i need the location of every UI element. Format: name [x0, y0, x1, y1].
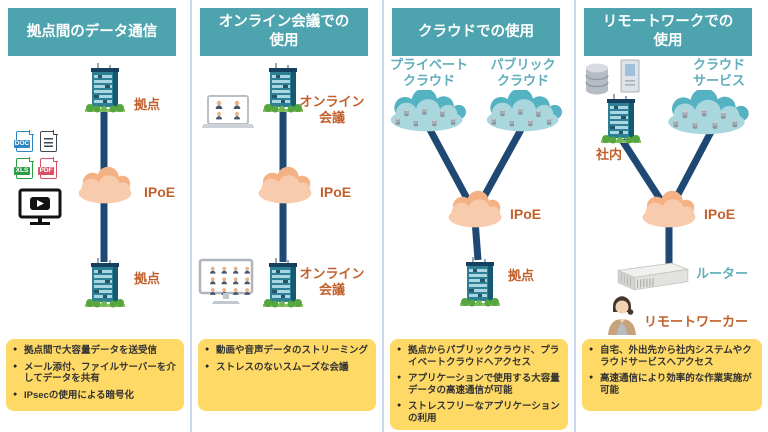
private-cloud-label: プライベート クラウド: [389, 57, 468, 89]
notes-box: 拠点間で大容量データを送受信 メール添付、ファイルサーバーを介してデータを共有 …: [6, 339, 184, 411]
panel-cloud-use: クラウドでの使用 プライベート クラウド パブリック クラウド IPoE 拠点 …: [384, 0, 576, 432]
site-label-bottom: 拠点: [134, 271, 161, 286]
router-label: ルーター: [696, 266, 749, 281]
xls-file-icon: XLS: [14, 157, 34, 179]
panel-site-to-site: 拠点間のデータ通信 拠点 DOC XLS PDF IPoE: [0, 0, 192, 432]
ipoe-label: IPoE: [144, 184, 176, 200]
note-item: 動画や音声データのストリーミング: [205, 345, 369, 357]
pdf-file-label: PDF: [38, 167, 54, 175]
note-item: メール添付、ファイルサーバーを介してデータを共有: [13, 362, 177, 385]
ipoe-cloud-icon: [448, 190, 502, 228]
ipoe-cloud-icon: [78, 166, 132, 204]
database-icon: [585, 63, 609, 95]
panel-title: クラウドでの使用: [392, 8, 560, 56]
pdf-file-icon: PDF: [38, 157, 58, 179]
doc-file-icon: DOC: [14, 130, 34, 152]
ipoe-cloud-icon: [258, 166, 312, 204]
ipoe-label: IPoE: [704, 206, 736, 222]
site-label: 拠点: [508, 268, 535, 283]
meeting-label-bottom: オンライン 会議: [299, 266, 365, 298]
server-icon: [620, 59, 640, 93]
meeting-label-top: オンライン 会議: [299, 94, 365, 126]
remote-worker-icon: [608, 296, 636, 335]
panel-title: オンライン会議での 使用: [200, 8, 368, 56]
monitor-meeting-icon: [198, 258, 254, 304]
note-item: 高速通信により効率的な作業実施が可能: [589, 373, 755, 396]
notes-box: 動画や音声データのストリーミング ストレスのないスムーズな会議: [198, 339, 376, 411]
cloud-service-label: クラウド サービス: [692, 57, 745, 89]
note-item: 拠点からパブリッククラウド、プライベートクラウドへアクセス: [397, 345, 561, 368]
text-file-lines: [44, 138, 53, 147]
remote-worker-label: リモートワーカー: [644, 314, 749, 329]
site-label-top: 拠点: [134, 97, 161, 112]
ipoe-label: IPoE: [320, 184, 352, 200]
office-building-icon: [84, 257, 126, 309]
office-building-icon: [459, 256, 501, 308]
note-item: ストレスのないスムーズな会議: [205, 362, 369, 374]
doc-file-label: DOC: [14, 140, 30, 148]
panel-online-meeting: オンライン会議での 使用 オンライン 会議 IPoE オンライ: [192, 0, 384, 432]
note-item: 自宅、外出先から社内システムやクラウドサービスへアクセス: [589, 345, 755, 368]
xls-file-label: XLS: [14, 167, 30, 175]
note-item: アプリケーションで使用する大容量データの高速通信が可能: [397, 373, 561, 396]
cloud-service-icon: [662, 90, 754, 137]
router-icon: [616, 262, 690, 291]
office-building-icon: [84, 62, 126, 114]
note-item: ストレスフリーなアプリケーションの利用: [397, 401, 561, 424]
public-cloud-label: パブリック クラウド: [490, 57, 556, 89]
laptop-meeting-icon: [202, 95, 254, 128]
notes-box: 自宅、外出先から社内システムやクラウドサービスへアクセス 高速通信により効率的な…: [582, 339, 762, 411]
note-item: 拠点間で大容量データを送受信: [13, 345, 177, 357]
public-cloud-icon: [481, 90, 567, 134]
panel-title: 拠点間のデータ通信: [8, 8, 176, 56]
text-file-icon: [40, 130, 58, 152]
office-label: 社内: [596, 147, 623, 162]
ipoe-label: IPoE: [510, 206, 542, 222]
panel-remote-work: リモートワークでの 使用 社内 クラウド サービス IPoE: [576, 0, 768, 432]
file-icons-group: DOC XLS PDF: [14, 130, 58, 179]
private-cloud-icon: [385, 90, 471, 134]
notes-box: 拠点からパブリッククラウド、プライベートクラウドへアクセス アプリケーションで使…: [390, 339, 568, 431]
note-item: IPsecの使用による暗号化: [13, 390, 177, 402]
panel-title: リモートワークでの 使用: [584, 8, 752, 56]
office-building-icon: [600, 93, 642, 145]
ipoe-cloud-icon: [642, 190, 696, 228]
video-monitor-icon: [18, 188, 62, 225]
